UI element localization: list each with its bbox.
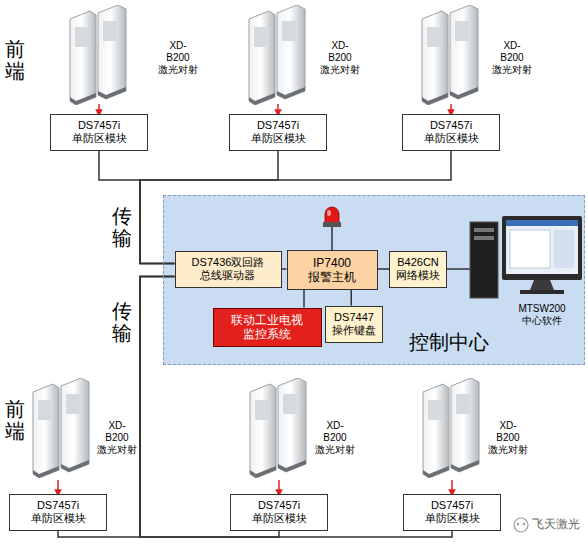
section-label: 前端 [5, 398, 25, 442]
watermark-icon-dot [523, 523, 525, 525]
node-text: DS7457i 单防区模块 [251, 119, 306, 145]
node-text: B426CN 网络模块 [396, 256, 440, 282]
alarm-light [325, 207, 339, 223]
section-label: 传输 [112, 205, 132, 249]
node-text: IP7400 报警主机 [308, 256, 356, 285]
laser-detector [422, 5, 478, 105]
zone-module-box: DS7457i 单防区模块 [403, 494, 501, 531]
alarm-light-base [323, 222, 341, 227]
light-wire [331, 226, 333, 252]
section-label: 前端 [5, 38, 25, 82]
laser-detector [33, 378, 89, 478]
detector-label: XD-B200 激光对射 [97, 420, 137, 456]
zone-module-box: DS7457i 单防区模块 [230, 494, 328, 531]
cctv-link-box: 联动工业电视 监控系统 [213, 308, 322, 347]
detector-label: XD-B200 激光对射 [492, 40, 532, 76]
zone-module-box: DS7457i 单防区模块 [402, 114, 500, 151]
node-text: DS7436双回路 总线驱动器 [192, 256, 265, 282]
node-text: DS7457i 单防区模块 [252, 499, 307, 525]
node-text: DS7457i 单防区模块 [31, 499, 86, 525]
node-text: DS7457i 单防区模块 [424, 119, 479, 145]
detector-label: XD-B200 激光对射 [158, 40, 198, 76]
watermark-icon [514, 518, 528, 532]
node-text: DS7457i 单防区模块 [72, 119, 127, 145]
pc-screen-map [510, 230, 550, 268]
laser-detector [423, 378, 479, 478]
section-label: 传输 [112, 300, 132, 344]
detector-label: XD-B200 激光对射 [315, 420, 355, 456]
pc-stand [530, 280, 554, 290]
zone-module-box: DS7457i 单防区模块 [50, 114, 148, 151]
laser-detector [70, 5, 126, 105]
node-text: 控制中心 [409, 330, 489, 354]
control-center-region: DS7436双回路 总线驱动器 IP7400 报警主机 B426CN 网络模块联动工… [163, 195, 585, 365]
bus-wire [303, 290, 305, 308]
software-label: MTSW200 中心软件 [518, 303, 565, 327]
bus-driver-box: DS7436双回路 总线驱动器 [175, 251, 282, 288]
keyboard-box: DS7447 操作键盘 [325, 306, 383, 343]
pc-screen-bar [506, 220, 578, 226]
zone-module-box: DS7457i 单防区模块 [229, 114, 327, 151]
node-text: DS7457i 单防区模块 [425, 499, 480, 525]
pc-drive [474, 228, 494, 232]
zone-module-box: DS7457i 单防区模块 [9, 494, 107, 531]
pc-monitor [502, 216, 582, 280]
pc-screen-panel [554, 230, 574, 268]
laser-detector [250, 378, 306, 478]
pc-tower [470, 222, 498, 298]
watermark: 飞天激光 [532, 517, 580, 531]
network-module-box: B426CN 网络模块 [389, 251, 447, 288]
node-text: DS7447 操作键盘 [332, 311, 376, 337]
pc-drive [474, 236, 494, 240]
watermark-icon-dot [517, 523, 519, 525]
bus-wire [140, 151, 451, 264]
alarm-host-box: IP7400 报警主机 [287, 250, 378, 290]
pc-stand-base [520, 290, 564, 294]
detector-label: XD-B200 激光对射 [488, 420, 528, 456]
detector-label: XD-B200 激光对射 [320, 40, 360, 76]
bus-wire [378, 268, 390, 270]
bus-wire [140, 151, 278, 264]
pc-screen [506, 220, 578, 274]
control-center-fill [163, 195, 585, 365]
alarm-light-glint [327, 210, 331, 216]
bus-wire [351, 290, 353, 306]
laser-detector [249, 5, 305, 105]
node-text: 联动工业电视 监控系统 [231, 313, 303, 342]
